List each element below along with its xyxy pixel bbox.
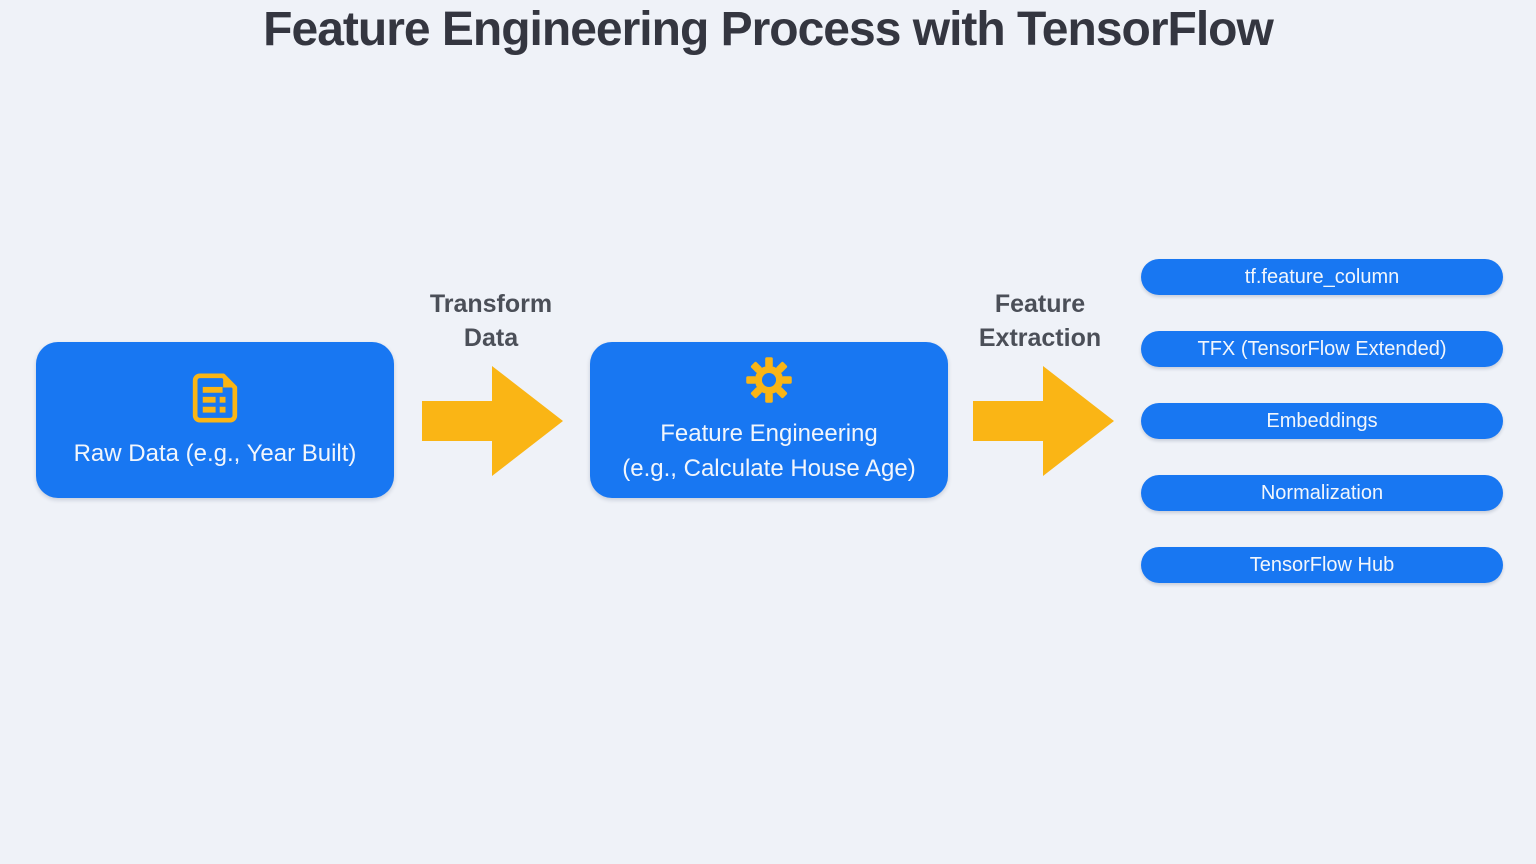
arrow-right-icon <box>422 366 563 476</box>
raw-data-box: Raw Data (e.g., Year Built) <box>36 342 394 498</box>
feature-engineering-label-line1: Feature Engineering <box>660 420 878 447</box>
output-pill-embeddings: Embeddings <box>1141 403 1503 439</box>
feature-extraction-label-line1: Feature <box>994 290 1086 318</box>
transform-data-label: Transform Data <box>400 287 582 355</box>
feature-extraction-label: Feature Extraction <box>949 287 1131 355</box>
raw-data-label: Raw Data (e.g., Year Built) <box>73 439 357 467</box>
document-icon <box>187 370 243 426</box>
output-pill-normalization: Normalization <box>1141 475 1503 511</box>
feature-engineering-box: Feature Engineering (e.g., Calculate Hou… <box>590 342 948 498</box>
output-pill-tensorflow-hub: TensorFlow Hub <box>1141 547 1503 583</box>
output-pill-tf-feature-column: tf.feature_column <box>1141 259 1503 295</box>
output-pill-tfx: TFX (TensorFlow Extended) <box>1141 331 1503 367</box>
outputs-list: tf.feature_column TFX (TensorFlow Extend… <box>1141 259 1503 583</box>
arrow-right-icon <box>973 366 1114 476</box>
transform-data-label-line1: Transform <box>429 290 553 318</box>
feature-engineering-label-line2: (e.g., Calculate House Age) <box>622 455 916 482</box>
transform-data-label-line2: Data <box>463 324 519 352</box>
gear-icon <box>740 354 798 406</box>
feature-extraction-label-line2: Extraction <box>978 324 1102 352</box>
page-title: Feature Engineering Process with TensorF… <box>263 3 1274 56</box>
feature-engineering-label: Feature Engineering (e.g., Calculate Hou… <box>622 416 916 486</box>
